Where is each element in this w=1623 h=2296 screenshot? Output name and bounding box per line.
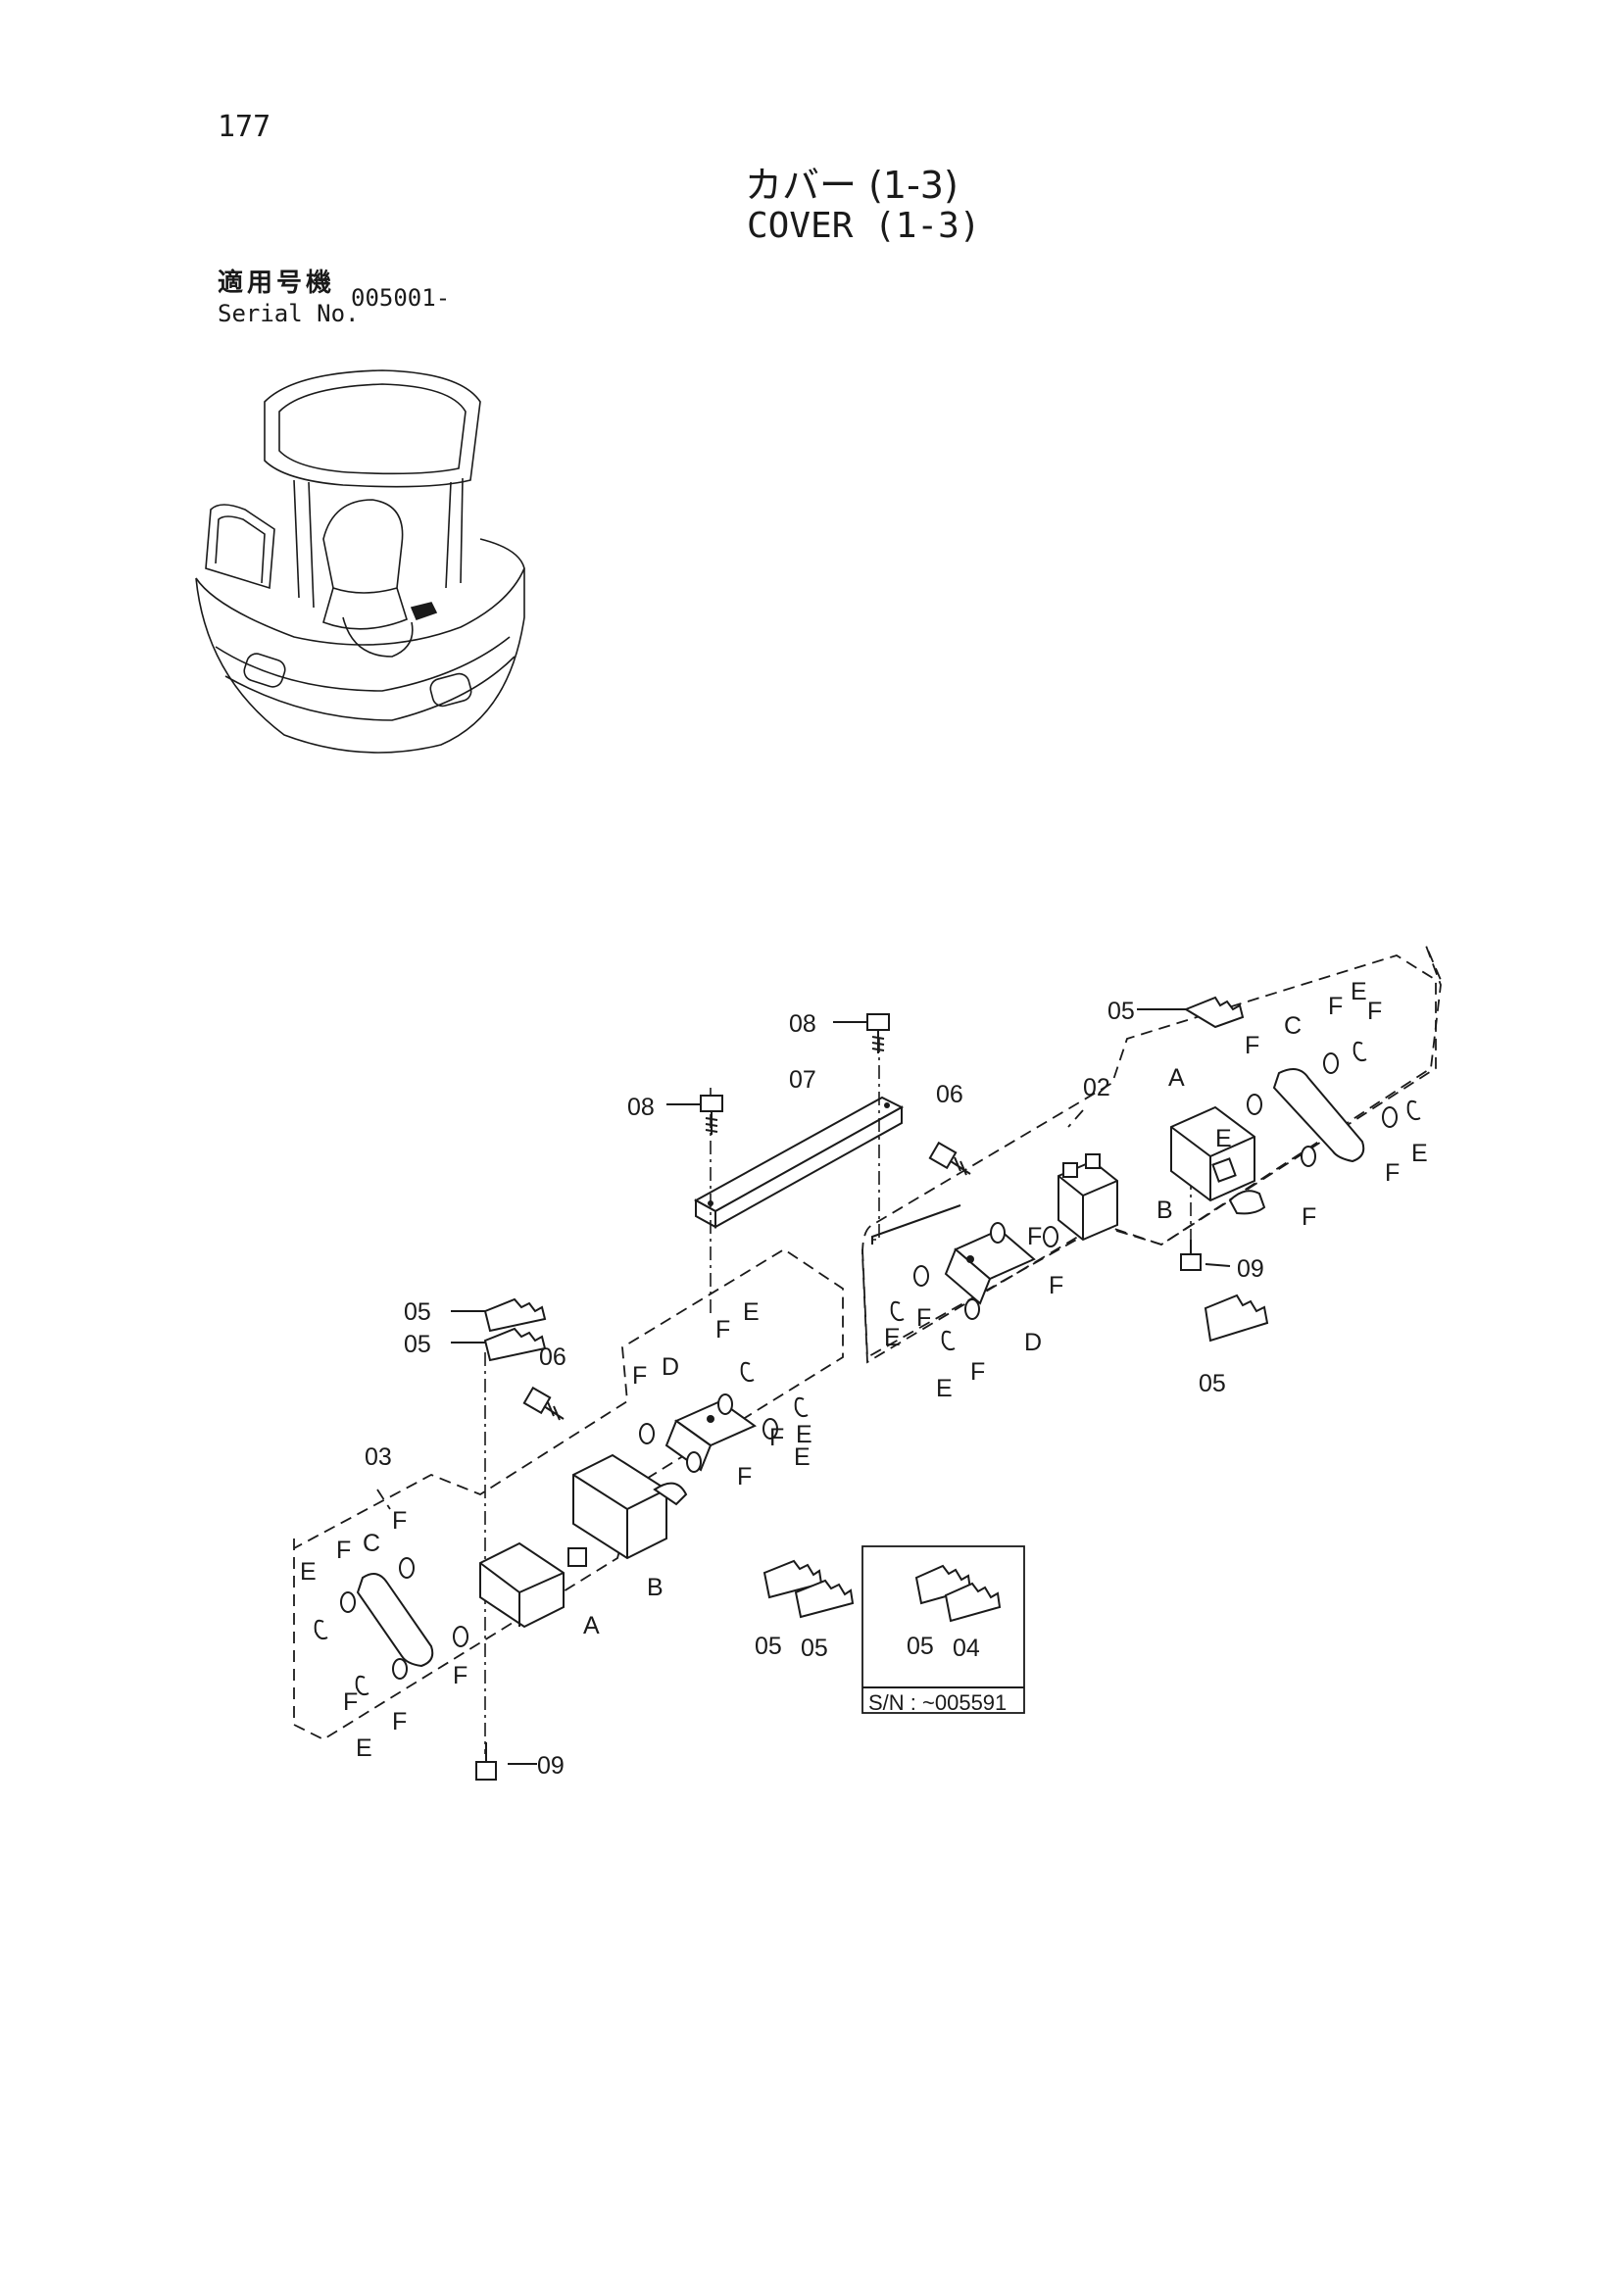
serial-label-japanese: 適用号機 (218, 269, 336, 298)
label-e-1: E (1351, 978, 1367, 1005)
label-05-right-lower: 05 (1199, 1370, 1226, 1397)
label-08-left: 08 (627, 1094, 655, 1121)
label-f-17: F (343, 1688, 358, 1716)
page-title-english: COVER (1-3) (747, 206, 981, 246)
label-f-9: F (632, 1362, 647, 1390)
label-e-4: E (936, 1375, 953, 1402)
bolt-08-upper (866, 1013, 890, 1053)
bolt-09-right (1180, 1240, 1202, 1271)
label-e-7: E (796, 1421, 812, 1448)
page-number: 177 (218, 110, 271, 144)
machine-overview-illustration (195, 369, 525, 754)
label-f-15: F (453, 1662, 467, 1689)
label-02: 02 (1083, 1074, 1110, 1101)
plate-d-right (944, 1228, 1036, 1305)
bracket-a-left (479, 1541, 587, 1629)
label-e-10: E (1215, 1125, 1232, 1152)
washers-and-clips (314, 1041, 1421, 1696)
bolt-06-left (522, 1386, 565, 1421)
bolt-06-right (928, 1141, 971, 1176)
label-f-12: F (737, 1463, 752, 1490)
label-d-right: D (1024, 1329, 1042, 1356)
bracket-b-left (572, 1453, 688, 1560)
group-03-boundary (293, 1247, 844, 1741)
shim-05-upper-left-2 (483, 1327, 547, 1362)
bolt-08-left (700, 1095, 723, 1135)
label-05-bottom-2: 05 (801, 1635, 828, 1662)
label-06-right: 06 (936, 1081, 963, 1108)
label-a-left: A (583, 1612, 600, 1639)
leader-lines (451, 1008, 1231, 1765)
shim-05-top-right (1183, 996, 1245, 1029)
group-02-boundary (861, 945, 1442, 1359)
label-c-right: C (1284, 1012, 1302, 1040)
label-f-18: F (1367, 998, 1382, 1025)
label-05-top: 05 (1107, 998, 1135, 1025)
label-f-2: F (1245, 1032, 1259, 1059)
label-f-6: F (916, 1304, 931, 1332)
label-f-3: F (1385, 1159, 1400, 1187)
shim-05-bottom-pair (762, 1559, 855, 1619)
bar-part-07 (693, 1096, 905, 1229)
label-09-left: 09 (537, 1752, 565, 1780)
label-c-left: C (363, 1530, 380, 1557)
serial-label-english: Serial No. (218, 300, 360, 327)
inset-label-04: 04 (953, 1635, 980, 1662)
page-title-japanese: カバー (1-3) (745, 164, 959, 207)
bolt-09-left (475, 1742, 497, 1781)
label-f-5: F (1027, 1223, 1042, 1250)
bracket-b-right (1057, 1153, 1118, 1242)
label-f-14: F (392, 1507, 407, 1535)
label-b-left: B (647, 1574, 664, 1601)
label-f-11: F (769, 1424, 784, 1451)
label-f-10: F (715, 1316, 730, 1343)
label-f-1: F (1328, 993, 1343, 1020)
label-08-upper: 08 (789, 1010, 816, 1038)
label-09-right: 09 (1237, 1255, 1264, 1283)
group-right-boundary (861, 954, 1437, 1364)
label-e-3: E (884, 1324, 901, 1351)
plate-d-left (664, 1399, 758, 1472)
inset-serial-note: S/N : ~005591 (868, 1690, 1007, 1715)
link-c-right (1228, 1068, 1365, 1215)
shim-05-right-lower (1204, 1294, 1269, 1343)
label-e-6: E (794, 1443, 811, 1471)
serial-number-value: 005001- (351, 284, 451, 312)
label-06-left: 06 (539, 1343, 566, 1371)
label-e-9: E (356, 1734, 372, 1762)
inset-earlier-serial-box: 05 04 S/N : ~005591 (861, 1545, 1025, 1715)
bracket-a-right (1170, 1105, 1255, 1202)
label-e-2: E (1411, 1140, 1428, 1167)
label-07: 07 (789, 1066, 816, 1094)
label-a-right: A (1168, 1064, 1185, 1092)
label-f-7: F (970, 1358, 985, 1386)
label-d-left: D (662, 1353, 679, 1381)
label-f-13: F (336, 1537, 351, 1564)
label-f-8: F (1049, 1272, 1063, 1299)
label-b-right: B (1156, 1197, 1173, 1224)
label-e-5: E (743, 1298, 760, 1326)
shim-05-upper-left-1 (483, 1297, 547, 1333)
label-05-left-1: 05 (404, 1298, 431, 1326)
label-05-left-2: 05 (404, 1331, 431, 1358)
link-c-left (356, 1573, 434, 1668)
label-03: 03 (365, 1443, 392, 1471)
inset-label-05: 05 (907, 1633, 934, 1660)
label-05-bottom-1: 05 (755, 1633, 782, 1660)
label-e-8: E (300, 1558, 317, 1586)
label-f-4: F (1302, 1203, 1316, 1231)
label-f-16: F (392, 1708, 407, 1735)
